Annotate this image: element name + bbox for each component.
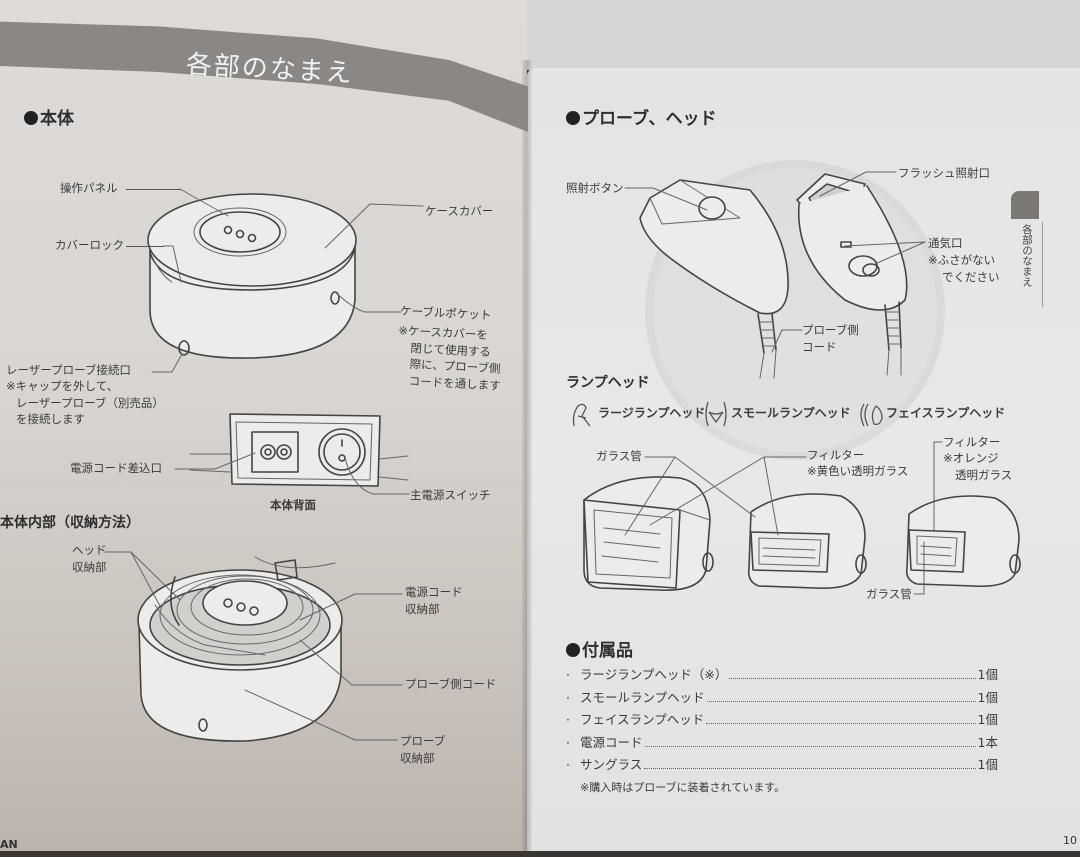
laser-probe-note: ※キャップを外して、 レーザープローブ（別売品） を接続します: [6, 379, 164, 427]
leader-line: [771, 329, 803, 353]
accessory-item: · サングラス 1個: [566, 757, 998, 772]
label-control-panel: 操作パネル: [60, 181, 118, 195]
accessory-item: · ラージランプヘッド（※） 1個: [566, 667, 998, 682]
lamp-head-title: ランプヘッド: [566, 375, 650, 391]
leader-line: [162, 245, 182, 283]
label-vent: 通気口: [928, 236, 963, 250]
leader-line: [933, 441, 943, 531]
label-power-cord-storage: 電源コード 収納部: [405, 585, 463, 616]
leader-line: [344, 457, 410, 495]
rear-panel-illustration: [189, 413, 409, 487]
leader-line: [334, 291, 402, 313]
chapter-tab-rule: [1042, 222, 1043, 307]
leader-line: [174, 452, 256, 470]
lamp-head-type-label: スモールランプヘッド: [731, 406, 851, 420]
label-probe-side-cord: プローブ側コード: [405, 677, 497, 691]
section-title-probe-head: プローブ、ヘッド: [566, 104, 716, 129]
lamp-head-type-label: フェイスランプヘッド: [886, 406, 1006, 420]
leader-line: [104, 551, 181, 607]
probe-side-illustration: [796, 173, 908, 376]
label-head-storage: ヘッド 収納部: [72, 543, 107, 574]
bullet-dot-icon: [566, 643, 580, 657]
face-silhouette-icon: [860, 403, 883, 427]
page-number: 10: [1063, 834, 1077, 847]
leader-line: [151, 353, 183, 373]
label-filter-yellow: フィルター: [807, 448, 865, 462]
accessories-note: ※購入時はプローブに装着されています。: [580, 780, 786, 794]
accessory-item: · スモールランプヘッド 1個: [566, 689, 998, 705]
bikini-silhouette-icon: [705, 401, 727, 427]
filter-yellow-note: ※黄色い透明ガラス: [807, 464, 909, 478]
label-filter-orange: フィルター: [943, 435, 1001, 449]
accessory-item: · フェイスランプヘッド 1個: [566, 712, 998, 727]
leader-line: [299, 639, 403, 686]
chapter-tab: [1011, 191, 1039, 219]
leader-line: [126, 246, 164, 247]
section-title-storage: 本体内部（収納方法）: [0, 515, 140, 531]
leader-line: [179, 188, 229, 217]
label-power-cord-inlet: 電源コード差込口: [70, 461, 162, 475]
label-case-cover: ケースカバー: [425, 204, 494, 218]
leader-line: [624, 456, 756, 536]
leader-line: [324, 203, 424, 249]
label-cover-lock: カバーロック: [55, 238, 124, 252]
face-lamp-head-illustration: [905, 495, 1021, 588]
bullet-dot-icon: [566, 111, 580, 125]
footer-brand-fragment: AN: [0, 838, 18, 851]
probe-front-illustration: [639, 179, 789, 379]
leader-line: [624, 187, 708, 211]
label-probe-storage: プローブ 収納部: [400, 734, 446, 765]
leader-line: [649, 456, 807, 536]
label-probe-cord: プローブ側 コード: [802, 323, 859, 354]
table-edge: [0, 851, 1080, 857]
leader-line: [819, 171, 897, 197]
chapter-tab-label: 各部のなまえ: [1021, 224, 1033, 287]
body-silhouette-icon: [572, 403, 591, 427]
accessories-list: · ラージランプヘッド（※） 1個 · スモールランプヘッド 1個 · フェイス…: [566, 664, 998, 795]
small-lamp-head-illustration: [747, 493, 867, 590]
leader-line: [299, 593, 403, 621]
label-laser-probe-port: レーザープローブ接続口: [6, 363, 131, 377]
filter-orange-note: ※オレンジ 透明ガラス: [943, 451, 1013, 482]
vent-note: ※ふさがない でください: [928, 253, 1000, 284]
section-title-main-body: 本体: [24, 104, 74, 129]
label-irradiation-button: 照射ボタン: [566, 181, 624, 195]
rear-caption: 本体背面: [270, 498, 316, 512]
leader-line: [913, 541, 925, 595]
label-glass-tube-2: ガラス管: [866, 587, 912, 601]
main-body-illustration: [147, 193, 357, 359]
book-gutter: [522, 60, 532, 851]
label-glass-tube: ガラス管: [596, 449, 642, 463]
accessory-item: · 電源コード 1本: [566, 734, 998, 750]
lamp-head-type-label: ラージランプヘッド: [598, 406, 706, 420]
label-main-power-switch: 主電源スイッチ: [410, 488, 491, 502]
leader-line: [244, 689, 398, 741]
leader-line: [844, 241, 926, 265]
cable-pocket-note: ※ケースカバーを 閉じて使用する 際に、プローブ側 コードを通します: [398, 323, 502, 393]
section-title-accessories: 付属品: [566, 636, 633, 661]
bullet-dot-icon: [24, 111, 38, 125]
leader-line: [126, 189, 181, 190]
label-flash-window: フラッシュ照射口: [898, 166, 990, 180]
